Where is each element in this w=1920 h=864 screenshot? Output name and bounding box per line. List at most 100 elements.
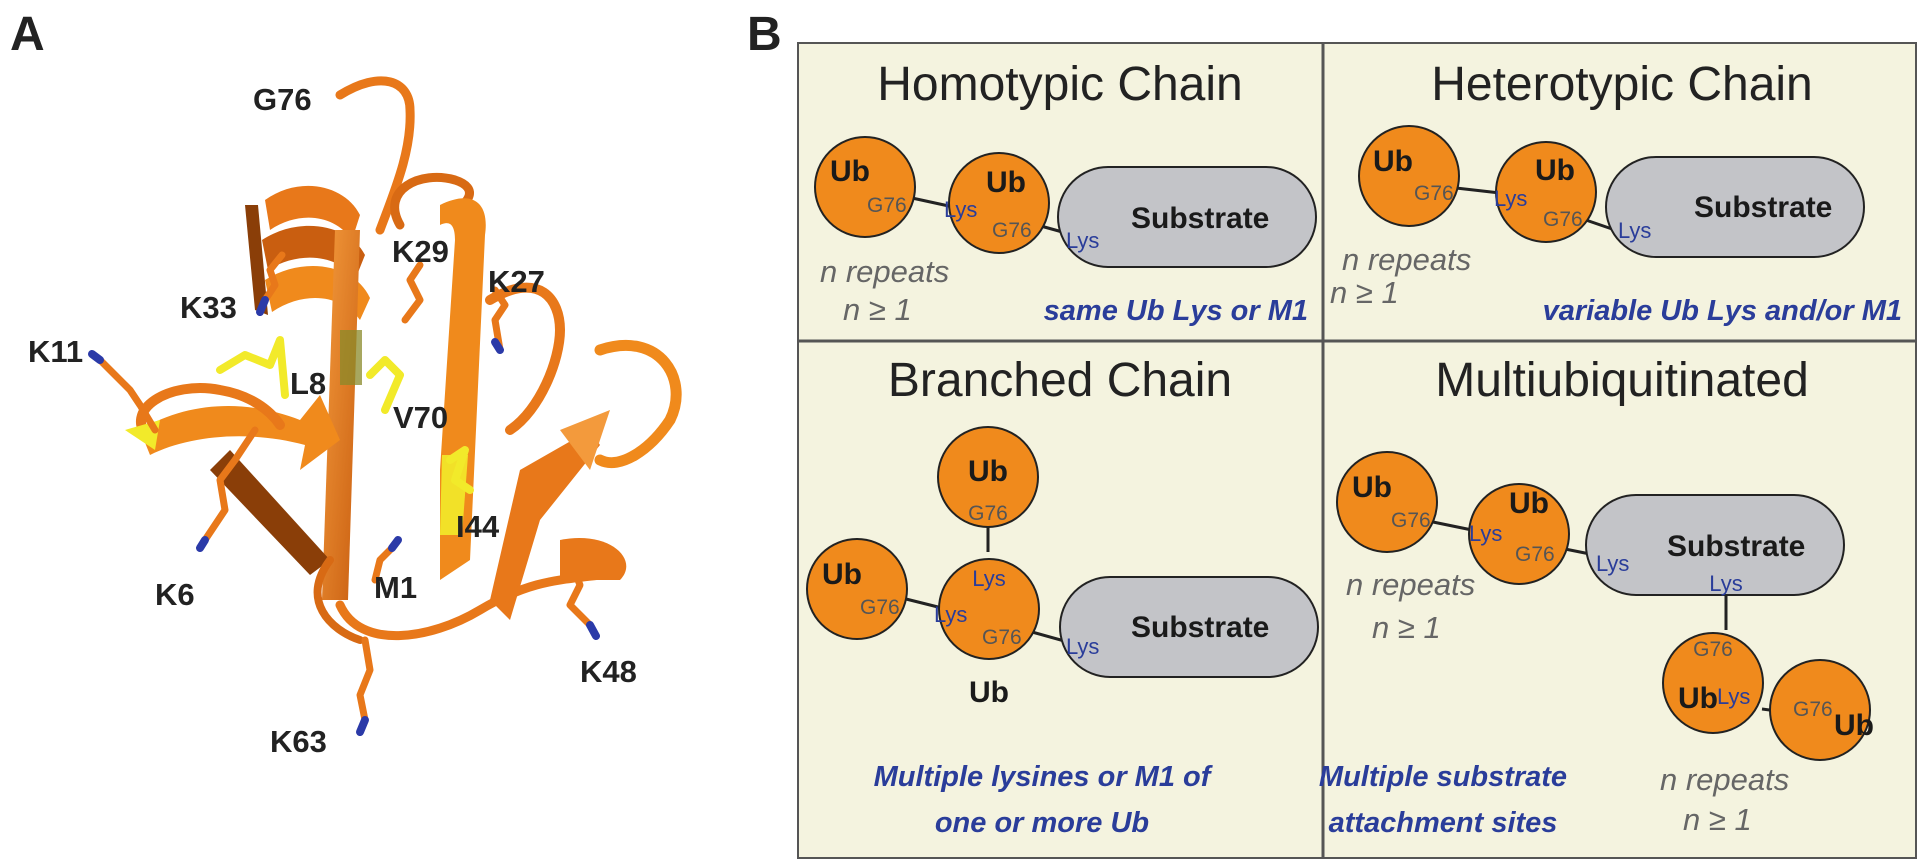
repeat-note: n ≥ 1 bbox=[1372, 610, 1441, 645]
repeat-note: n repeats bbox=[820, 254, 949, 289]
ubiquitin-circle bbox=[1662, 632, 1764, 734]
ubiquitin-circle bbox=[938, 558, 1040, 660]
box-title: Heterotypic Chain bbox=[1431, 58, 1813, 111]
repeat-note: n repeats bbox=[1342, 242, 1471, 277]
residue-label: L8 bbox=[290, 366, 326, 401]
ub-label: Ub bbox=[1834, 709, 1874, 742]
g76-label: G76 bbox=[968, 502, 1008, 525]
substrate-shape bbox=[1059, 576, 1319, 678]
residue-label: V70 bbox=[393, 400, 448, 435]
k11-side-chain bbox=[96, 356, 159, 434]
box-title: Homotypic Chain bbox=[877, 58, 1242, 111]
i44-patch bbox=[440, 455, 468, 535]
k11-nitrogen bbox=[88, 350, 104, 364]
g76-label: G76 bbox=[1793, 698, 1833, 721]
k33-side-chain bbox=[261, 251, 286, 304]
lys-label: Lys bbox=[944, 197, 977, 222]
v70-side-chain bbox=[366, 356, 404, 414]
k48-side-chain bbox=[566, 556, 594, 629]
residue-label: K33 bbox=[180, 290, 237, 325]
repeat-note: n ≥ 1 bbox=[843, 292, 912, 327]
g76-label: G76 bbox=[867, 194, 907, 217]
g76-label: G76 bbox=[1391, 509, 1431, 532]
bond-line bbox=[1432, 520, 1473, 532]
g76-label: G76 bbox=[1693, 638, 1733, 661]
ub-label: Ub bbox=[830, 155, 870, 188]
residue-label: K6 bbox=[155, 577, 195, 612]
ub-label: Ub bbox=[968, 455, 1008, 488]
ubiquitin-circle bbox=[1336, 451, 1438, 553]
residue-label: K63 bbox=[270, 724, 327, 759]
multiubiquitinated-box: Multiubiquitinated Ub G76 Lys Ub G76 Lys… bbox=[1319, 354, 1874, 839]
ub-label: Ub bbox=[1352, 471, 1392, 504]
lys-label: Lys bbox=[972, 566, 1005, 591]
ub-label: Ub bbox=[1678, 682, 1718, 715]
ubiquitin-circle bbox=[1358, 125, 1460, 227]
repeat-note: n ≥ 1 bbox=[1683, 802, 1752, 837]
lys-label: Lys bbox=[1709, 571, 1742, 596]
ubiquitin-circle bbox=[814, 136, 916, 238]
beta-arrow-right bbox=[560, 410, 610, 470]
ubiquitin-circle bbox=[937, 426, 1039, 528]
k48-nitrogen bbox=[586, 621, 600, 640]
m1-side-chain bbox=[371, 544, 396, 584]
g76-label: G76 bbox=[860, 596, 900, 619]
k27-nitrogen bbox=[491, 338, 504, 354]
box-caption: Multiple substrate bbox=[1319, 761, 1567, 793]
k6-side-chain bbox=[201, 426, 259, 544]
ub-label: Ub bbox=[1535, 154, 1575, 187]
panel-a: A bbox=[10, 8, 682, 759]
g76-label: G76 bbox=[992, 219, 1032, 242]
substrate-label: Substrate bbox=[1694, 191, 1832, 224]
residue-label: K27 bbox=[488, 264, 545, 299]
i44-side-chain bbox=[446, 446, 474, 494]
ubiquitin-circle bbox=[1769, 659, 1871, 761]
lower-left-loop bbox=[313, 556, 364, 644]
beta-strand-left bbox=[140, 395, 340, 470]
bond-line bbox=[1455, 186, 1501, 195]
substrate-label: Substrate bbox=[1667, 530, 1805, 563]
right-loop bbox=[485, 282, 565, 435]
branched-chain-box: Branched Chain Ub G76 Ub G76 Lys Lys G76… bbox=[806, 354, 1319, 839]
ub-label: Ub bbox=[986, 166, 1026, 199]
g76-label: G76 bbox=[1515, 543, 1555, 566]
bond-line bbox=[901, 596, 943, 610]
box-caption: variable Ub Lys and/or M1 bbox=[1543, 295, 1902, 327]
residue-label: I44 bbox=[456, 509, 500, 544]
side-chains bbox=[88, 251, 600, 736]
box-caption: Multiple lysines or M1 of bbox=[874, 761, 1214, 793]
ub-label: Ub bbox=[822, 558, 862, 591]
m1-nitrogen bbox=[388, 536, 402, 552]
lys-label: Lys bbox=[1494, 186, 1527, 211]
beta-strand-right bbox=[490, 430, 600, 620]
box-title: Multiubiquitinated bbox=[1435, 354, 1809, 407]
substrate-shape bbox=[1605, 156, 1865, 258]
residue-label: K11 bbox=[28, 334, 83, 369]
ub-label: Ub bbox=[1509, 487, 1549, 520]
far-right-loop bbox=[594, 339, 682, 469]
lys-label: Lys bbox=[1596, 551, 1629, 576]
residue-labels: G76 K29 K27 K33 K11 L8 V70 I44 K6 M1 K48… bbox=[28, 82, 637, 759]
k33-nitrogen bbox=[256, 296, 269, 316]
repeat-note: n repeats bbox=[1346, 567, 1475, 602]
lys-label: Lys bbox=[1618, 218, 1651, 243]
lys-label: Lys bbox=[934, 602, 967, 627]
beta-strand-left-lower bbox=[210, 450, 330, 575]
g76-label: G76 bbox=[982, 626, 1022, 649]
ubiquitin-circle bbox=[948, 152, 1050, 254]
residue-label: K29 bbox=[392, 234, 449, 269]
box-title: Branched Chain bbox=[888, 354, 1232, 407]
ubiquitin-circle bbox=[1468, 483, 1570, 585]
l8-side-chain bbox=[216, 336, 289, 399]
panel-a-letter: A bbox=[10, 8, 45, 61]
k63-side-chain bbox=[356, 636, 374, 724]
substrate-shape bbox=[1585, 494, 1845, 596]
g76-label: G76 bbox=[1543, 208, 1583, 231]
lys-label: Lys bbox=[1717, 684, 1750, 709]
k63-nitrogen bbox=[356, 716, 369, 736]
repeat-note: n repeats bbox=[1660, 762, 1789, 797]
k29-side-chain bbox=[401, 261, 424, 324]
residue-label: K48 bbox=[580, 654, 637, 689]
k6-nitrogen bbox=[196, 536, 209, 552]
